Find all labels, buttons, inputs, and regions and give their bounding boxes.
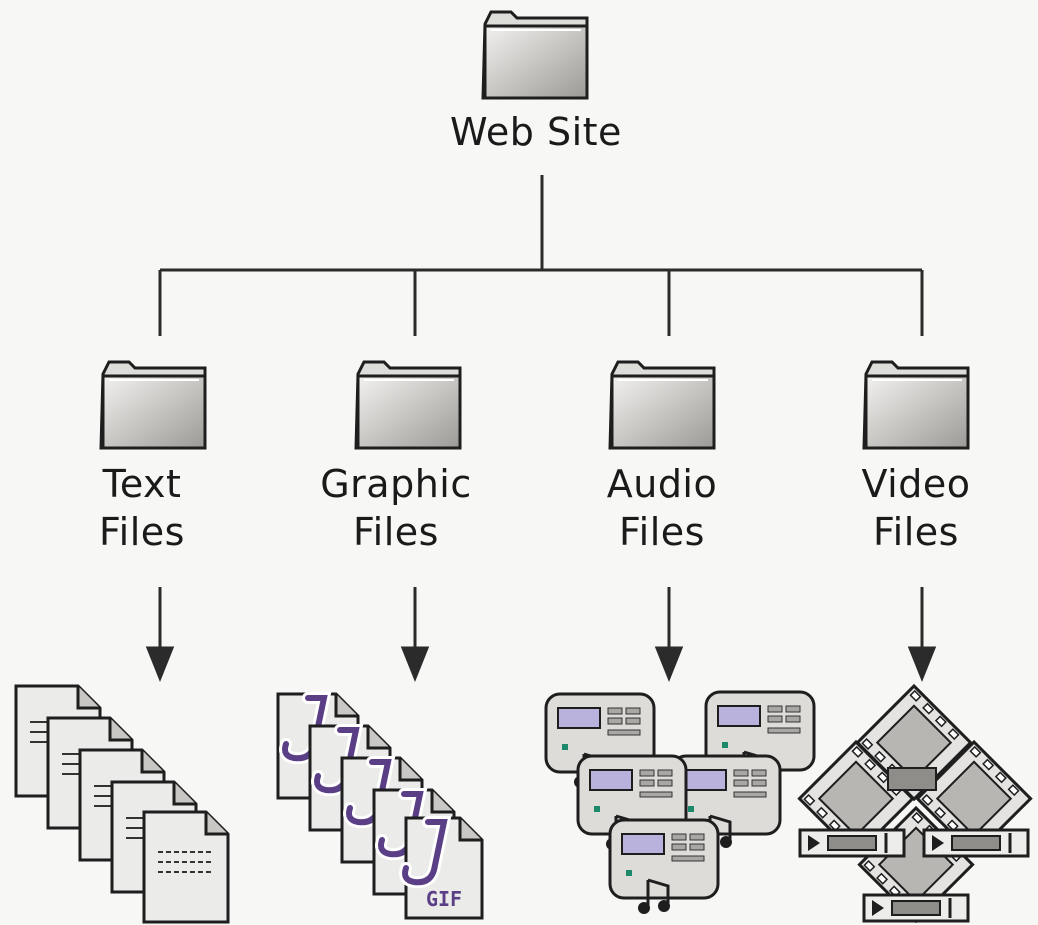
gif-image-stack-icon: GIF (278, 694, 484, 920)
audio-file-cluster-icon (544, 690, 816, 916)
folder-icon[interactable] (608, 360, 716, 450)
root-label: Web Site (450, 110, 622, 154)
folder-icon[interactable] (862, 360, 970, 450)
folder-icon[interactable] (354, 360, 462, 450)
gif-badge: GIF (426, 887, 462, 911)
text-document-stack-icon (14, 684, 230, 924)
down-arrows (145, 587, 937, 683)
video-film-cluster-icon (797, 684, 1033, 923)
folder-icon[interactable] (481, 10, 589, 100)
folder-icon[interactable] (99, 360, 207, 450)
tree-connector-lines (158, 175, 924, 336)
